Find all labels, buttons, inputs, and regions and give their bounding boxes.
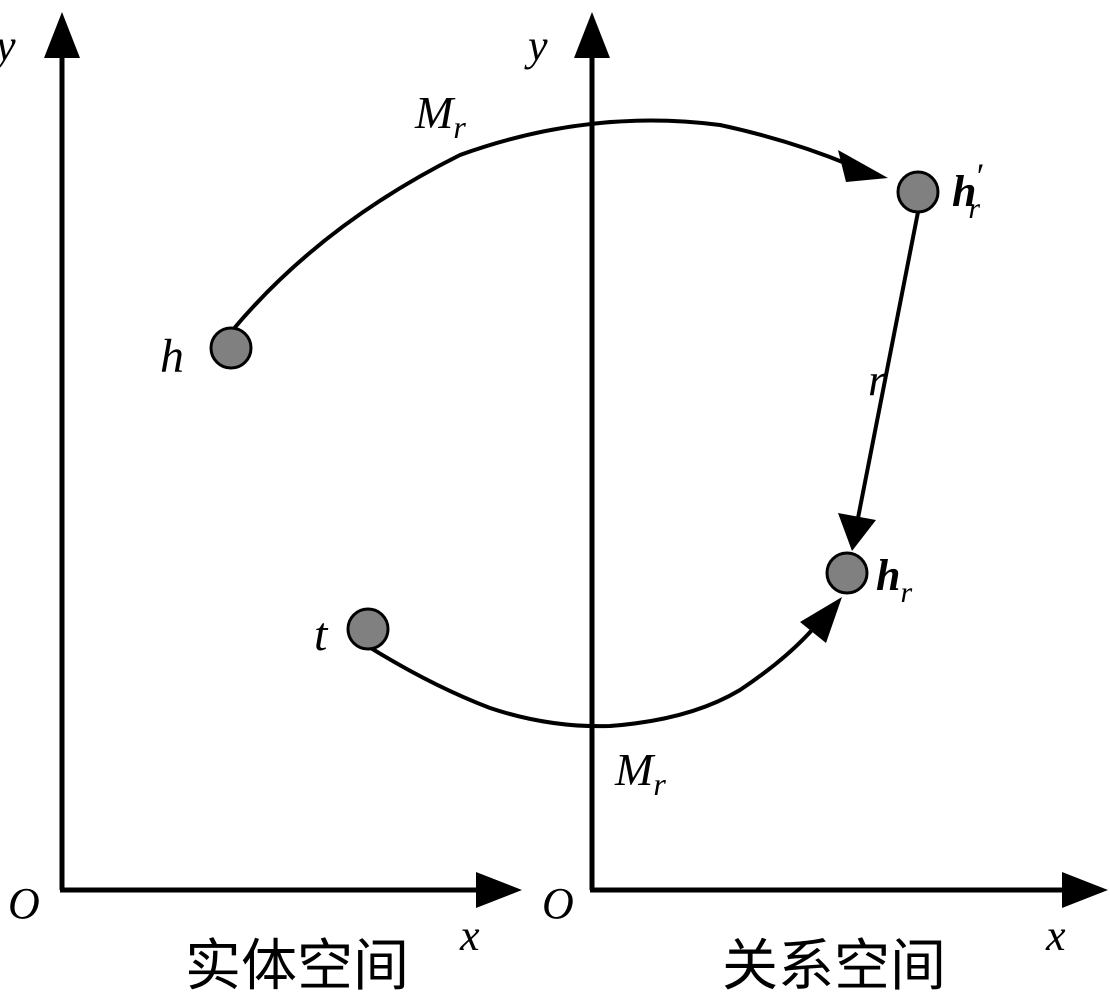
bottom-mapping-arrowhead	[800, 597, 842, 643]
node-h: h	[160, 326, 253, 383]
translation-arrowhead	[838, 513, 876, 551]
top-mapping-label: Mr	[414, 87, 466, 145]
node-h-r: hr	[825, 551, 912, 609]
node-h-r-dot	[825, 551, 869, 595]
node-t-dot	[346, 607, 390, 651]
right-y-arrowhead	[574, 12, 610, 58]
left-x-arrowhead	[476, 872, 522, 908]
top-mapping-arrowhead	[838, 150, 888, 182]
node-t-label: t	[314, 608, 329, 661]
left-axes: y O x 实体空间	[0, 12, 522, 998]
translation-edge: r	[838, 211, 920, 551]
left-caption: 实体空间	[185, 934, 409, 998]
right-axes: y O x 关系空间	[524, 12, 1108, 998]
translation-label: r	[868, 354, 887, 405]
right-y-label: y	[524, 21, 548, 70]
node-h-prime-r-dot	[896, 170, 940, 214]
top-mapping-arc	[229, 118, 851, 334]
right-x-label: x	[1045, 911, 1066, 960]
node-h-prime-r-label: h′r	[952, 156, 983, 225]
left-origin-label: O	[8, 879, 40, 928]
node-h-prime-r: h′r	[896, 156, 983, 225]
node-h-dot	[209, 326, 253, 370]
translation-line	[856, 211, 920, 519]
node-h-label: h	[160, 330, 184, 383]
node-h-r-label: hr	[876, 551, 912, 609]
left-y-label: y	[0, 21, 16, 70]
right-origin-label: O	[542, 879, 574, 928]
right-caption: 关系空间	[722, 934, 946, 998]
bottom-mapping-arc	[364, 628, 814, 729]
bottom-mapping-edge: Mr	[364, 597, 842, 802]
bottom-mapping-label: Mr	[614, 744, 666, 802]
left-x-label: x	[459, 911, 480, 960]
top-mapping-edge: Mr	[229, 87, 888, 334]
node-t: t	[314, 607, 390, 661]
right-x-arrowhead	[1062, 872, 1108, 908]
left-y-arrowhead	[44, 12, 80, 58]
